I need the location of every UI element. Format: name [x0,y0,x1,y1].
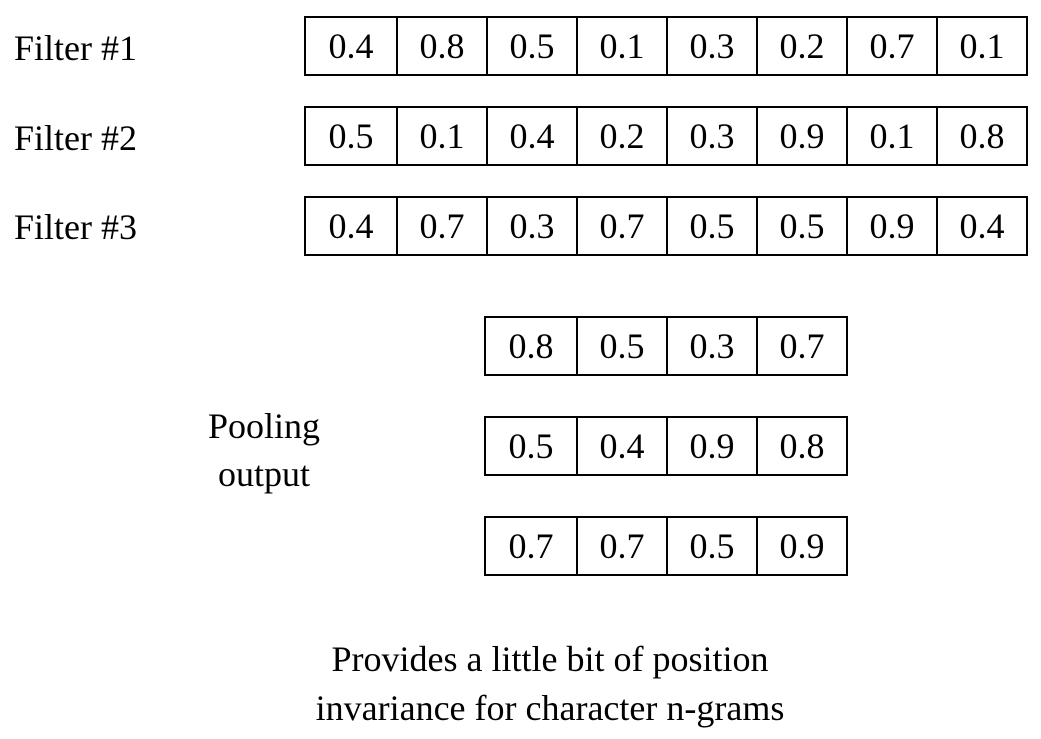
filter-cell: 0.1 [396,108,486,164]
filter-row-3: 0.4 0.7 0.3 0.7 0.5 0.5 0.9 0.4 [304,196,1028,256]
filter-cell: 0.8 [936,108,1026,164]
filter-cell: 0.3 [666,18,756,74]
pooling-row-3: 0.7 0.7 0.5 0.9 [484,516,848,576]
pooling-cell: 0.8 [508,326,554,366]
filter-cell: 0.5 [486,18,576,74]
filter-cell: 0.5 [756,198,846,254]
pooling-label-line1: Pooling [207,406,321,446]
pooling-cell: 0.3 [666,318,756,374]
pooling-label-line2: output [217,454,310,494]
filter-cell: 0.7 [846,18,936,74]
pooling-cell: 0.7 [756,318,846,374]
pooling-cell: 0.5 [576,318,666,374]
pooling-row-1: 0.8 0.5 0.3 0.7 [484,316,848,376]
pooling-cell: 0.9 [756,518,846,574]
filter-cell: 0.7 [576,198,666,254]
pooling-cell: 0.7 [576,518,666,574]
pooling-cell: 0.4 [576,418,666,474]
filter-label-2: Filter #2 [14,118,137,158]
filter-cell: 0.4 [328,26,374,66]
filter-label-1: Filter #1 [14,28,137,68]
filter-cell: 0.5 [666,198,756,254]
filter-cell: 0.4 [328,206,374,246]
filter-row-2: 0.5 0.1 0.4 0.2 0.3 0.9 0.1 0.8 [304,106,1028,166]
pooling-cell: 0.5 [508,426,554,466]
pooling-cell: 0.9 [666,418,756,474]
pooling-output-label: Pooling output [180,402,348,498]
filter-cell: 0.1 [846,108,936,164]
filter-cell: 0.9 [756,108,846,164]
filter-cell: 0.2 [756,18,846,74]
filter-cell: 0.2 [576,108,666,164]
filter-cell: 0.1 [576,18,666,74]
filter-cell: 0.9 [846,198,936,254]
filter-cell: 0.5 [328,116,374,156]
filter-cell: 0.4 [936,198,1026,254]
filter-row-1: 0.4 0.8 0.5 0.1 0.3 0.2 0.7 0.1 [304,16,1028,76]
filter-cell: 0.7 [396,198,486,254]
caption-line-1: Provides a little bit of position [331,639,769,679]
pooling-cell: 0.8 [756,418,846,474]
filter-label-3: Filter #3 [14,207,137,247]
filter-cell: 0.1 [936,18,1026,74]
filter-cell: 0.8 [396,18,486,74]
filter-cell: 0.4 [486,108,576,164]
pooling-cell: 0.7 [508,526,554,566]
caption-line-2: invariance for character n-grams [315,688,785,728]
filter-cell: 0.3 [486,198,576,254]
pooling-cell: 0.5 [666,518,756,574]
filter-cell: 0.3 [666,108,756,164]
pooling-row-2: 0.5 0.4 0.9 0.8 [484,416,848,476]
